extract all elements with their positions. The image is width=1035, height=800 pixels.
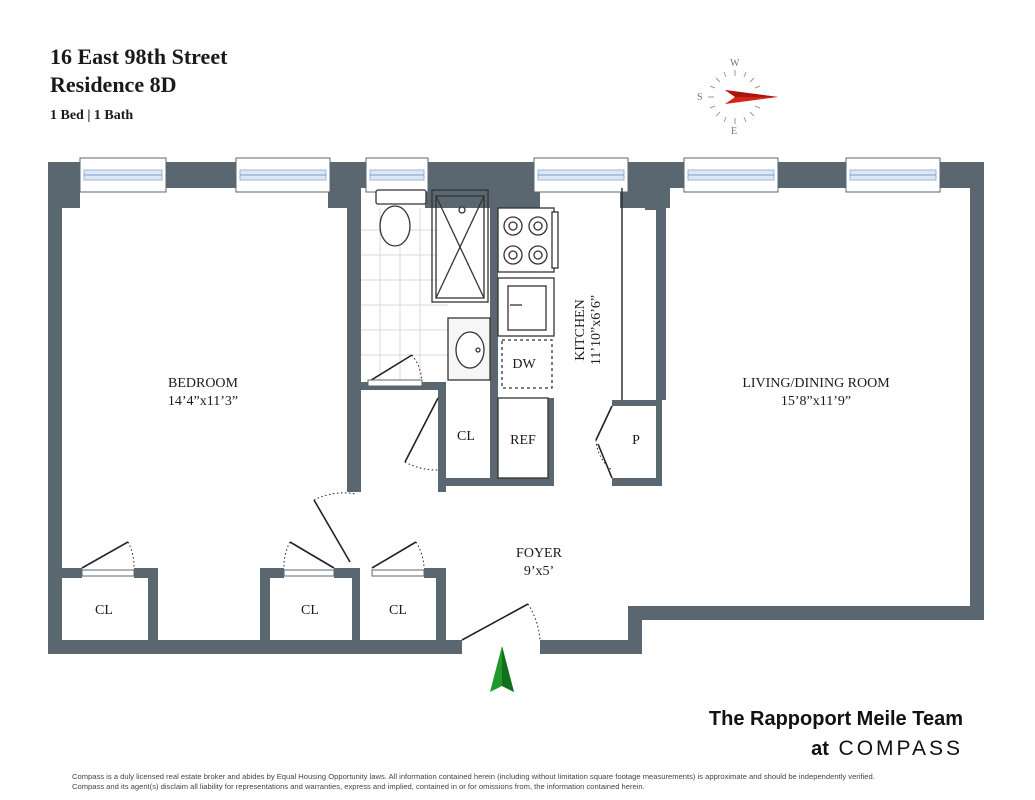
disclaimer: Compass is a duly licensed real estate b… — [72, 772, 972, 792]
living-dims: 15’8”x11’9” — [781, 394, 851, 409]
kitchen-name: KITCHEN — [573, 299, 588, 360]
toilet-tank — [375, 189, 427, 205]
foyer-closet-label: CL — [389, 603, 407, 618]
stove — [497, 207, 555, 273]
brokerage-line: at COMPASS — [811, 737, 963, 761]
team-name: The Rappoport Meile Team — [708, 708, 963, 730]
floor-plan: W S E — [48, 58, 984, 692]
shower — [431, 189, 489, 303]
compass-logo: COMPASS — [838, 737, 963, 760]
disclaimer-line-2: Compass and its agent(s) disclaim all li… — [72, 782, 645, 791]
foyer-dims: 9’x5’ — [524, 564, 554, 579]
compass-e-label: E — [731, 126, 737, 137]
kitchen-dims: 11’10”x6’6” — [589, 295, 604, 365]
refrigerator — [497, 397, 549, 479]
compass-w-label: W — [730, 58, 740, 69]
compass-s-label: S — [697, 92, 703, 103]
compass-rose: W S E — [697, 58, 778, 137]
beds-baths: 1 Bed | 1 Bath — [50, 108, 134, 123]
address-line-1: 16 East 98th Street — [50, 44, 228, 69]
entrance-arrow-icon — [490, 646, 514, 692]
at-word: at — [811, 738, 829, 760]
living-name: LIVING/DINING ROOM — [742, 376, 890, 391]
dishwasher-label: DW — [512, 357, 536, 372]
disclaimer-line-1: Compass is a duly licensed real estate b… — [72, 772, 875, 781]
bedroom-name: BEDROOM — [168, 376, 239, 391]
residence-title: Residence 8D — [50, 72, 177, 97]
hall-closet-label: CL — [457, 429, 475, 444]
fixtures — [375, 189, 559, 479]
dishwasher — [501, 339, 553, 389]
bedroom-closet-mid-label: CL — [301, 603, 319, 618]
pantry-label: P — [632, 433, 640, 448]
windows — [79, 157, 941, 193]
refrigerator-label: REF — [510, 433, 536, 448]
walls — [48, 162, 984, 654]
bedroom-dims: 14’4”x11’3” — [168, 394, 238, 409]
toilet-bowl — [379, 205, 411, 247]
bedroom-closet-left-label: CL — [95, 603, 113, 618]
doors — [81, 354, 613, 641]
foyer-name: FOYER — [516, 546, 563, 561]
